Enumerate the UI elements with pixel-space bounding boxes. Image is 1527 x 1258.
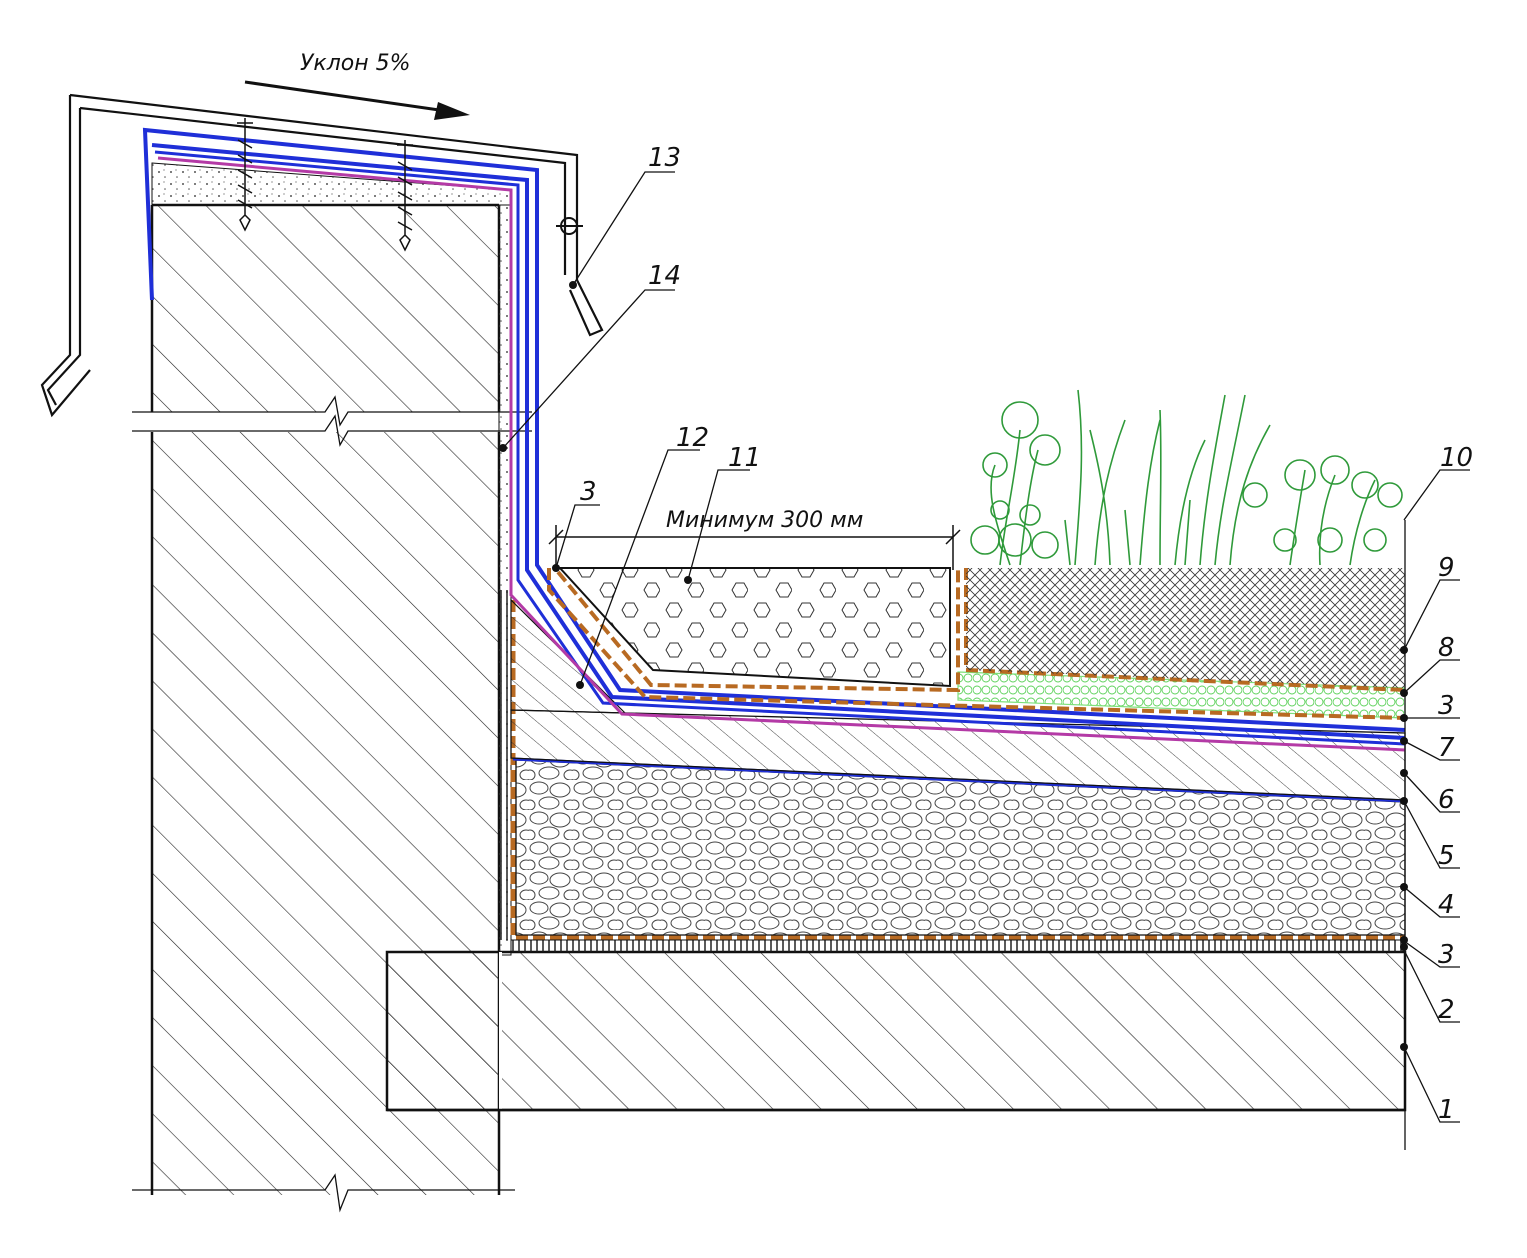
callout-3-top: 3 [580,477,597,507]
pebble-strip [557,567,951,688]
geotextile-strip-frame [556,568,960,693]
callout-1: 1 [1438,1095,1455,1125]
callout-10: 10 [1440,443,1473,473]
soil-substrate [966,568,1405,688]
vapour-barrier-layer [510,939,1406,953]
callout-8: 8 [1438,633,1455,663]
callout-13: 13 [648,143,681,173]
callout-3-bottom: 3 [1438,940,1455,970]
dimension-line [548,525,961,570]
waterproofing-membranes [142,127,1406,752]
callout-14: 14 [648,261,681,291]
concrete-slab [385,950,1407,1112]
slope-arrow-head [434,102,470,120]
callout-2: 2 [1438,995,1455,1025]
dimension-label: Минимум 300 мм [666,508,863,533]
callout-11: 11 [728,443,761,473]
anchor-screws [237,118,413,252]
callout-3-middle: 3 [1438,691,1455,721]
callout-5: 5 [1438,841,1455,871]
slope-label: Уклон 5% [300,51,411,76]
membrane-layer-5 [512,757,1406,803]
callout-9: 9 [1438,553,1455,583]
callout-4: 4 [1438,890,1455,920]
geotextile-upper [547,568,1406,720]
plants [970,389,1403,566]
callout-12: 12 [676,423,709,453]
slope-arrow [244,80,461,115]
leader-lines [502,171,1470,1150]
parapet-coping [40,93,604,418]
callout-6: 6 [1438,785,1455,815]
coping-clamp [556,217,583,235]
callout-7: 7 [1438,733,1455,763]
leader-dots [499,281,1408,1051]
wall-insulation-strip [499,590,511,940]
